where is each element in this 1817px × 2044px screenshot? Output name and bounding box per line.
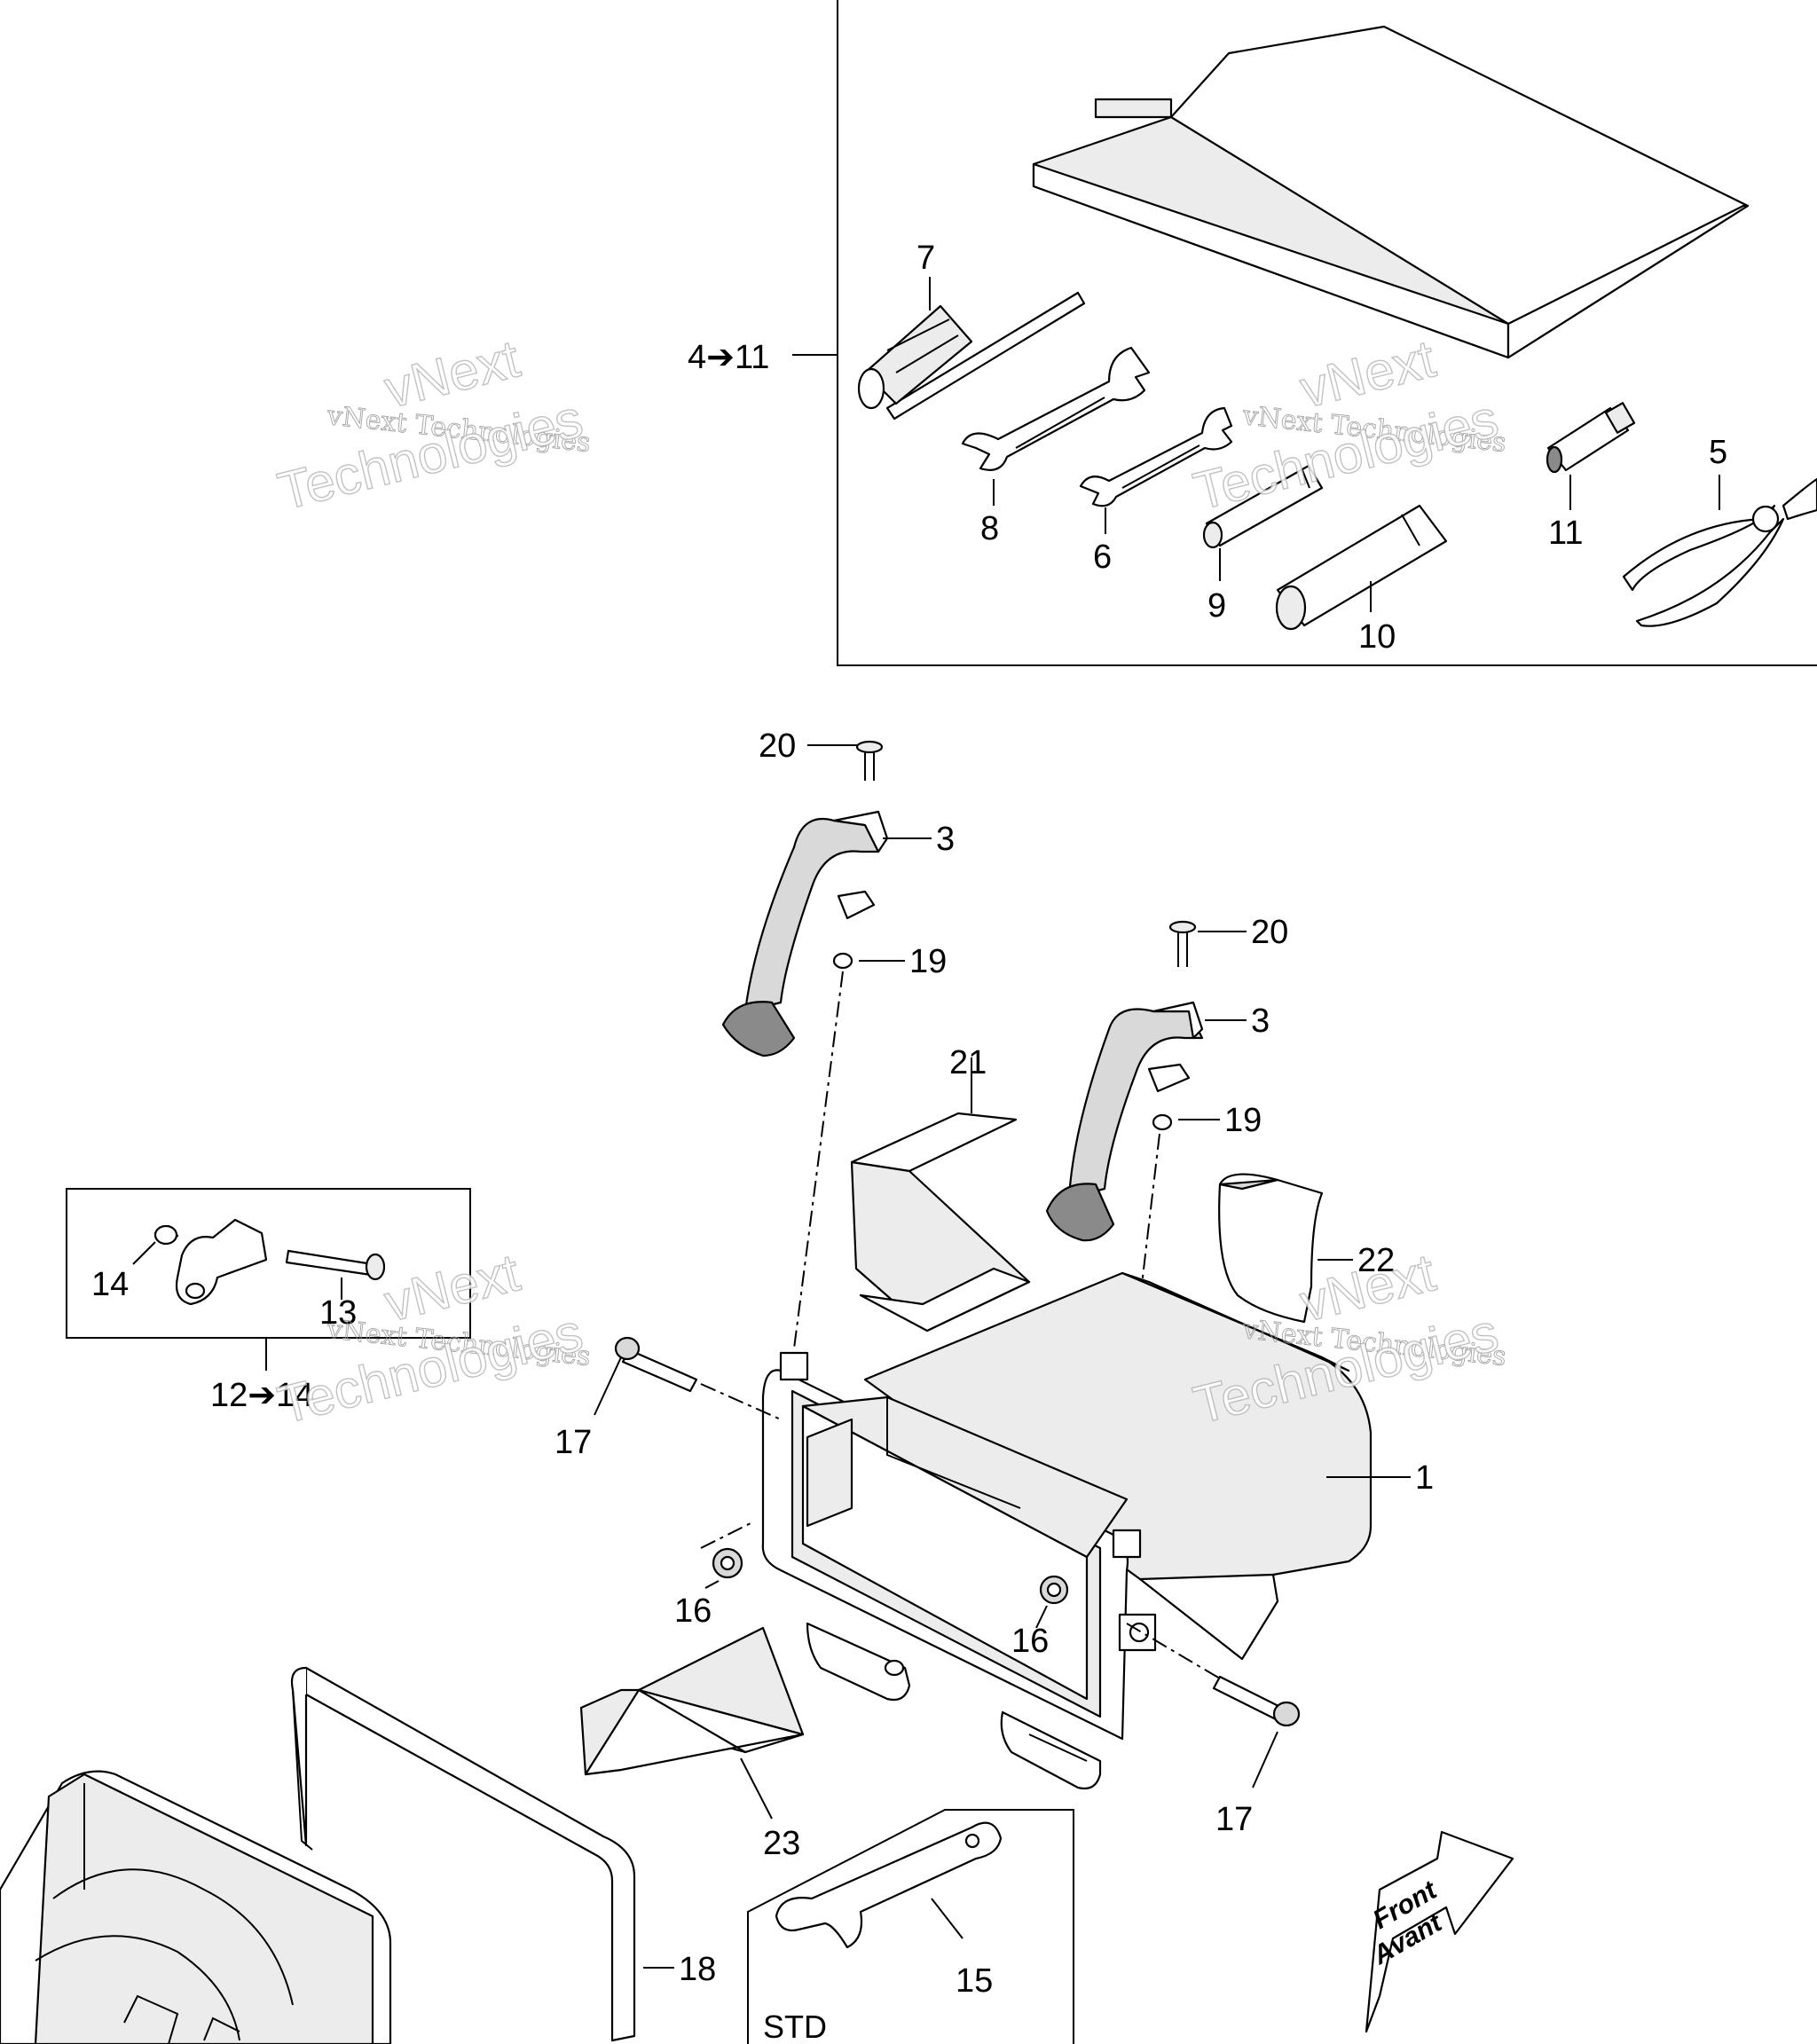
callout-16-right: 16 — [1011, 1623, 1049, 1660]
callout-7: 7 — [916, 240, 935, 277]
socket-tube-large — [1275, 504, 1448, 631]
wrench-large — [961, 346, 1151, 471]
nut-path-left — [700, 1521, 755, 1549]
callout-19-right: 19 — [1224, 1102, 1262, 1139]
callout-3-left: 3 — [936, 821, 955, 858]
callout-11: 11 — [1548, 515, 1583, 552]
tool-kit-group — [792, 0, 1817, 666]
std-frame — [747, 1809, 1074, 2044]
cover-lid — [0, 1770, 392, 2044]
tool-kit-frame — [837, 0, 1817, 666]
callout-21: 21 — [949, 1044, 987, 1081]
nut-16-right — [1035, 1575, 1069, 1629]
callout-13: 13 — [319, 1294, 357, 1332]
callout-12-14: 12➔14 — [210, 1377, 313, 1414]
bracket-kit-frame — [66, 1188, 471, 1339]
bracket-kit-group — [66, 1188, 471, 1371]
spark-plug-socket — [1546, 402, 1636, 474]
callout-22: 22 — [1357, 1242, 1395, 1279]
callout-1: 1 — [1415, 1459, 1434, 1497]
front-direction-arrow — [1365, 1830, 1514, 2033]
heat-shield-23 — [579, 1626, 805, 1820]
callout-8: 8 — [980, 510, 999, 547]
callout-14: 14 — [91, 1266, 129, 1303]
handle-right — [1045, 920, 1247, 1527]
callout-19-left: 19 — [909, 943, 947, 980]
screwdriver — [857, 291, 1086, 421]
nut-16-left — [704, 1547, 743, 1589]
callout-3-right: 3 — [1251, 1002, 1270, 1040]
callout-17-right: 17 — [1215, 1801, 1253, 1838]
std-tool-group — [747, 1809, 1074, 2044]
callout-10: 10 — [1358, 618, 1396, 656]
storage-box — [761, 1271, 1411, 1790]
bolt-path-right — [1126, 1623, 1225, 1682]
callout-5: 5 — [1709, 434, 1727, 471]
callout-15: 15 — [956, 1962, 993, 2000]
callout-20-right: 20 — [1251, 914, 1288, 951]
bolt-path-left — [700, 1383, 782, 1420]
callout-18: 18 — [679, 1951, 716, 1988]
handle-left — [721, 740, 932, 1349]
heat-shield-22 — [1218, 1173, 1353, 1324]
wrench-small — [1079, 406, 1233, 507]
callout-labels: 7 8 6 9 10 11 5 4➔11 20 3 19 20 3 19 21 … — [91, 240, 1727, 2044]
socket-tube-small — [1202, 464, 1324, 549]
callout-16-left: 16 — [674, 1592, 712, 1630]
callout-20-left: 20 — [759, 727, 796, 765]
callout-9: 9 — [1207, 587, 1226, 625]
watermark-right-top: vNext vNext Technologies Technologies — [1187, 328, 1507, 523]
heat-shield-21 — [850, 1057, 1031, 1333]
pliers — [1622, 477, 1817, 627]
std-caption: STD — [763, 2009, 827, 2044]
bolt-17-left — [594, 1336, 698, 1416]
callout-23: 23 — [763, 1825, 800, 1862]
watermark-left-mid: vNext vNext Technologies Technologies — [271, 1242, 592, 1436]
callout-6: 6 — [1093, 539, 1112, 576]
callout-4-11: 4➔11 — [688, 339, 769, 376]
tool-pouch — [1032, 25, 1750, 359]
bolt-17-right — [1212, 1675, 1301, 1788]
callout-17-left: 17 — [555, 1424, 592, 1461]
watermark-left-top: vNext vNext Technologies Technologies — [271, 328, 592, 523]
gasket-18 — [290, 1666, 674, 2042]
